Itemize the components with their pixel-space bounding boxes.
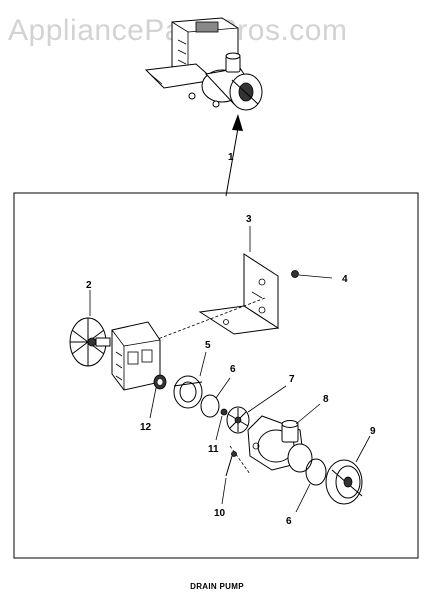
part-3-bracket — [198, 226, 280, 335]
part-2-impeller — [69, 290, 111, 367]
part-6-o-ring-lower — [295, 458, 327, 513]
exploded-view-frame — [13, 192, 419, 559]
part-10-screw — [221, 451, 237, 505]
assembly-lines — [149, 297, 266, 475]
part-8-pump-housing — [247, 403, 321, 473]
part-6-o-ring-upper — [200, 377, 231, 418]
callout-4: 4 — [342, 274, 348, 285]
pump-motor — [111, 321, 161, 391]
callout-3: 3 — [246, 214, 252, 225]
callout-10: 10 — [214, 508, 226, 519]
part-5-adapter — [173, 351, 207, 409]
arrow-part-1 — [225, 114, 243, 197]
part-9-cap — [325, 435, 371, 505]
assembled-drain-pump — [144, 17, 263, 111]
part-12-seal — [149, 374, 167, 419]
callout-1: 1 — [228, 152, 234, 163]
part-7-impeller-disk — [226, 385, 287, 434]
callout-11: 11 — [208, 444, 219, 455]
callout-6-lower: 6 — [286, 516, 292, 527]
callout-2: 2 — [86, 280, 92, 291]
callout-7: 7 — [289, 374, 295, 385]
callout-6-upper: 6 — [230, 364, 236, 375]
callout-9: 9 — [370, 426, 376, 437]
callout-12: 12 — [140, 422, 152, 433]
part-4-screw — [291, 270, 333, 279]
callout-8: 8 — [323, 394, 329, 405]
callout-5: 5 — [205, 340, 211, 351]
part-11-ring — [215, 408, 228, 441]
diagram-caption: DRAIN PUMP — [190, 582, 244, 591]
